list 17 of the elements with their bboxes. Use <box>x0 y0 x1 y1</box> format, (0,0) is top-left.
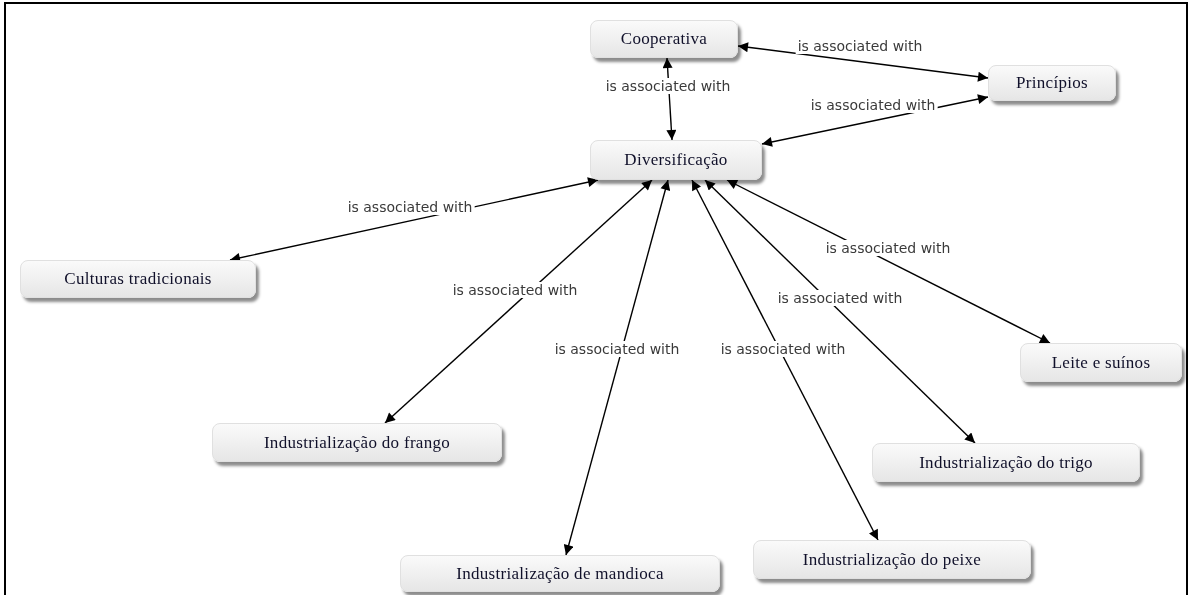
concept-box: Industrialização de mandioca <box>400 555 720 592</box>
concept-box: Industrialização do trigo <box>872 443 1140 482</box>
arrow <box>761 94 989 147</box>
edge-label: is associated with <box>795 38 925 54</box>
concept-box: Industrialização do frango <box>212 423 502 462</box>
concept-box: Industrialização do peixe <box>753 540 1031 579</box>
arrow <box>563 179 671 556</box>
concept-box: Princípios <box>988 65 1116 101</box>
concept-box: Culturas tradicionais <box>20 260 256 298</box>
arrow <box>737 42 989 82</box>
arrow <box>384 179 653 424</box>
concept-box: Leite e suínos <box>1020 343 1182 382</box>
arrow <box>691 179 879 541</box>
arrow <box>726 179 1051 344</box>
concept-box: Cooperativa <box>590 20 738 58</box>
arrow <box>704 179 976 444</box>
concept-box: Diversificação <box>590 140 762 180</box>
